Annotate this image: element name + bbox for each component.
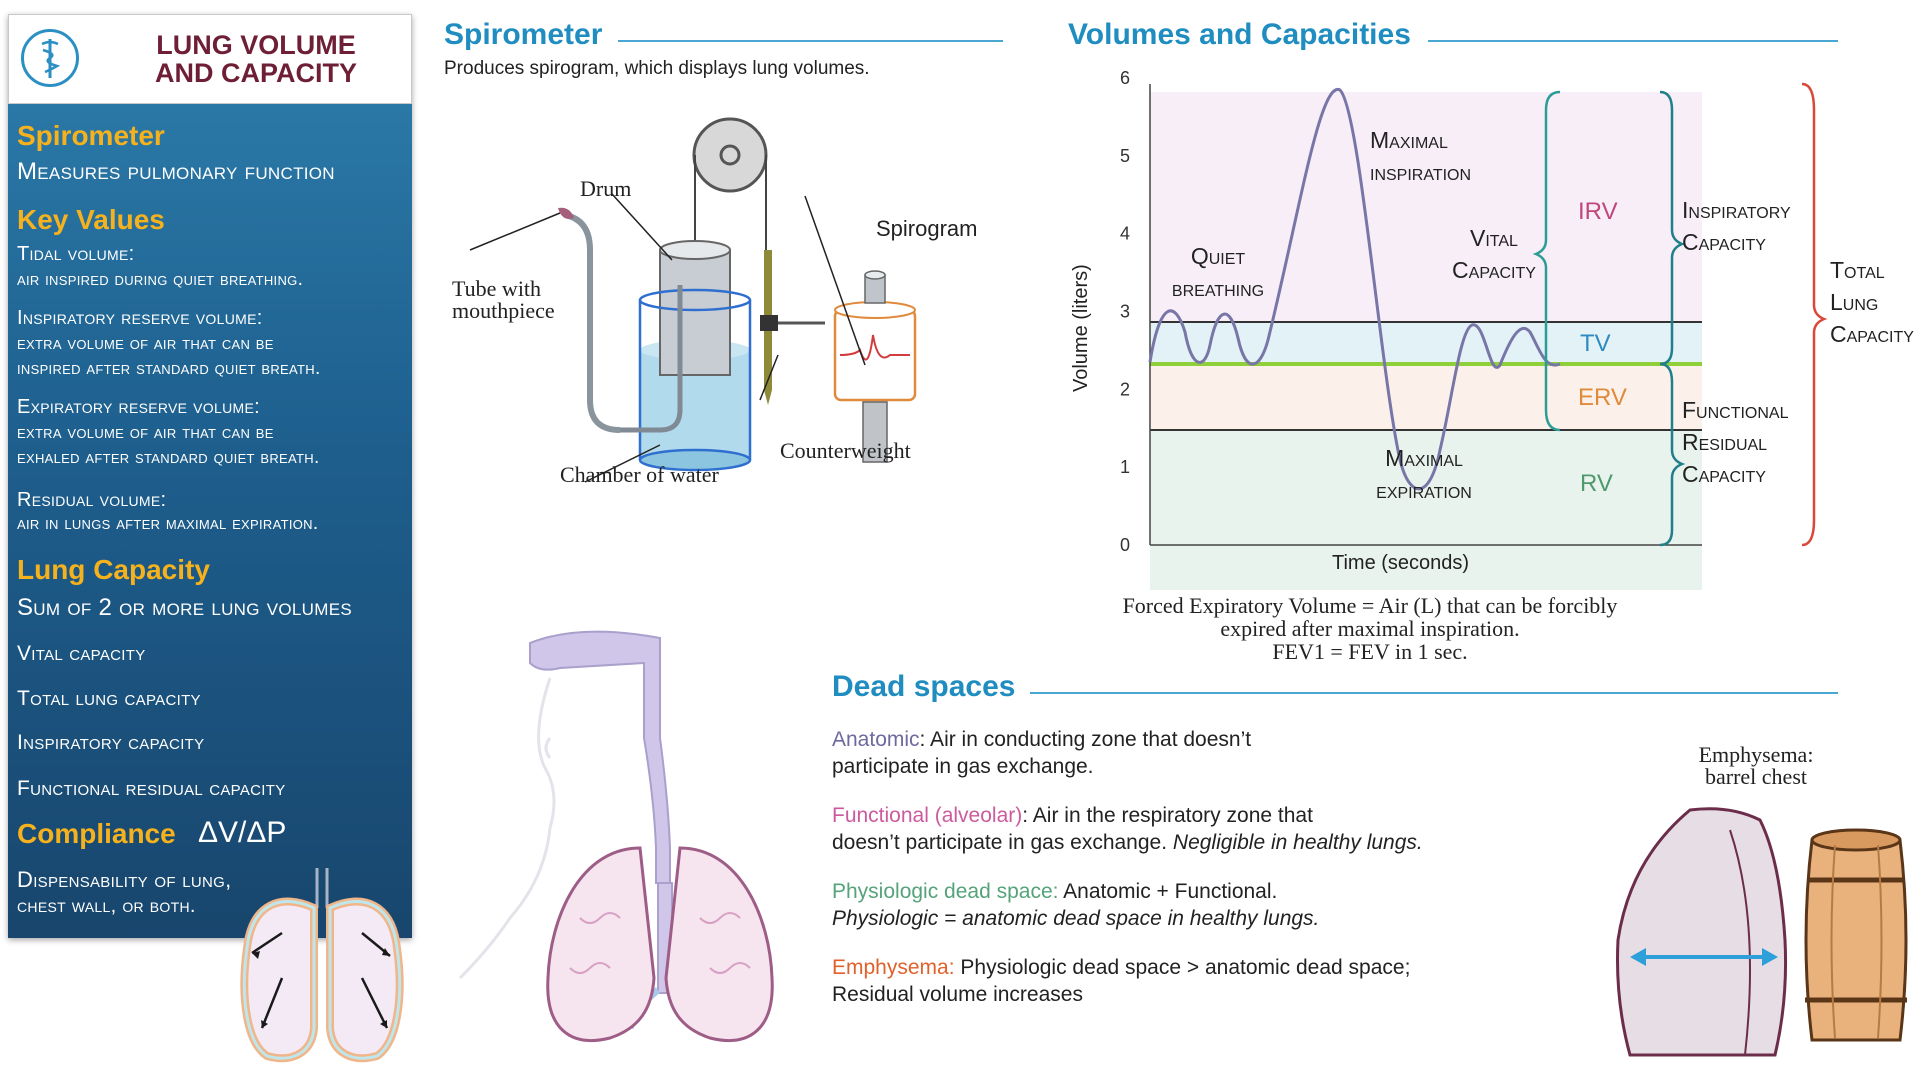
vital-capacity-brace [1532, 90, 1561, 432]
capacity-item-vital: Vital capacity [17, 642, 146, 665]
spirogram-curve [1148, 88, 1561, 491]
tidal-volume-title: Tidal volume: [17, 243, 135, 265]
dead-spaces-heading-rule [1030, 692, 1838, 694]
volumes-heading-rule [1428, 40, 1838, 42]
irv-label: IRV [1578, 198, 1618, 225]
compliance-desc-line1: Dispensability of lung, [17, 867, 232, 892]
spirometer-heading: Spirometer [444, 18, 603, 51]
rv-band [1150, 430, 1702, 590]
panel-body: Spirometer Measures pulmonary function K… [8, 104, 412, 938]
volumes-heading: Volumes and Capacities [1068, 18, 1411, 51]
capacity-item-total: Total lung capacity [17, 687, 201, 710]
irv-desc-line1: extra volume of air that can be [17, 333, 274, 354]
tidal-volume-desc: air inspired during quiet breathing. [17, 269, 304, 290]
emphysema-dead-space: Emphysema: Physiologic dead space > anat… [832, 956, 1411, 1006]
tv-label: TV [1580, 330, 1611, 357]
x-axis-label: Time (seconds) [1332, 552, 1470, 574]
spirometer-section-heading: Spirometer [17, 120, 165, 151]
fev-note: Forced Expiratory Volume = Air (L) that … [1122, 593, 1618, 664]
airway-lungs-illustration [458, 630, 774, 1042]
irv-title: Inspiratory reserve volume: [17, 307, 263, 329]
capacity-item-frc: Functional residual capacity [17, 777, 286, 800]
tlc-brace [1801, 82, 1828, 547]
chamber-label: Chamber of water [560, 462, 719, 487]
compliance-formula: ΔV/ΔP [198, 816, 287, 849]
y-tick-label: 6 [1120, 70, 1130, 88]
y-axis-label: Volume (liters) [1070, 264, 1092, 392]
lung-capacity-desc: Sum of 2 or more lung volumes [17, 594, 352, 621]
lung-capacity-heading: Lung Capacity [17, 554, 210, 585]
inspiratory-capacity-brace [1659, 90, 1686, 366]
barrel-chest-caption: Emphysema: barrel chest [1698, 742, 1814, 789]
emphysema-label: Emphysema: [832, 956, 955, 979]
rv-desc: air in lungs after maximal expiration. [17, 513, 319, 534]
physiologic-dead-space: Physiologic dead space: Anatomic + Funct… [832, 880, 1320, 930]
barrel-chest-illustration [1616, 807, 1908, 1057]
irv-band [1150, 92, 1702, 322]
spirogram-label: Spirogram [876, 216, 978, 241]
erv-label: ERV [1578, 384, 1627, 411]
rv-title: Residual volume: [17, 489, 167, 511]
anatomic-label: Anatomic [832, 728, 920, 751]
irv-desc-line2: inspired after standard quiet breath. [17, 358, 321, 379]
functional-dead-space: Functional (alveolar): Air in the respir… [832, 804, 1423, 854]
spirometer-heading-rule [618, 40, 1003, 42]
compliance-lungs-illustration [240, 868, 404, 1063]
compliance-heading: Compliance [17, 818, 176, 849]
tube-label: Tube with mouthpiece [452, 276, 555, 323]
y-tick-label: 3 [1120, 302, 1130, 322]
capacity-item-inspiratory: Inspiratory capacity [17, 731, 205, 754]
counterweight-label: Counterweight [780, 438, 911, 463]
erv-title: Expiratory reserve volume: [17, 396, 260, 418]
y-tick-label: 0 [1120, 535, 1130, 555]
anatomic-dead-space: Anatomic: Air in conducting zone that do… [832, 728, 1252, 778]
key-values-heading: Key Values [17, 204, 165, 235]
y-tick-label: 5 [1120, 146, 1130, 166]
y-tick-label: 2 [1120, 379, 1130, 399]
rv-label: RV [1580, 470, 1613, 497]
frc-brace [1659, 362, 1686, 547]
panel-header: LUNG VOLUME AND CAPACITY [8, 14, 412, 104]
erv-desc-line1: extra volume of air that can be [17, 422, 274, 443]
spirometer-subtitle: Produces spirogram, which displays lung … [444, 58, 870, 79]
physiologic-label: Physiologic dead space: [832, 880, 1059, 903]
panel-title: LUNG VOLUME AND CAPACITY [155, 30, 357, 88]
spirometer-description: Measures pulmonary function [17, 158, 335, 185]
tv-band [1150, 322, 1702, 364]
dead-spaces-heading: Dead spaces [832, 670, 1016, 703]
lung-volume-chart: 0 1 2 3 4 5 6 [1120, 70, 1828, 590]
functional-label: Functional (alveolar) [832, 804, 1023, 827]
y-tick-labels: 0 1 2 3 4 5 6 [1120, 70, 1130, 555]
spirometer-illustration [469, 117, 917, 483]
drum-label: Drum [580, 176, 632, 201]
erv-desc-line2: exhaled after standard quiet breath. [17, 447, 320, 468]
y-tick-label: 1 [1120, 457, 1130, 477]
summary-panel: LUNG VOLUME AND CAPACITY Spirometer Meas… [8, 14, 412, 938]
caduceus-logo-icon [21, 29, 79, 87]
compliance-desc-line2: chest wall, or both. [17, 895, 196, 917]
y-tick-label: 4 [1120, 224, 1130, 244]
